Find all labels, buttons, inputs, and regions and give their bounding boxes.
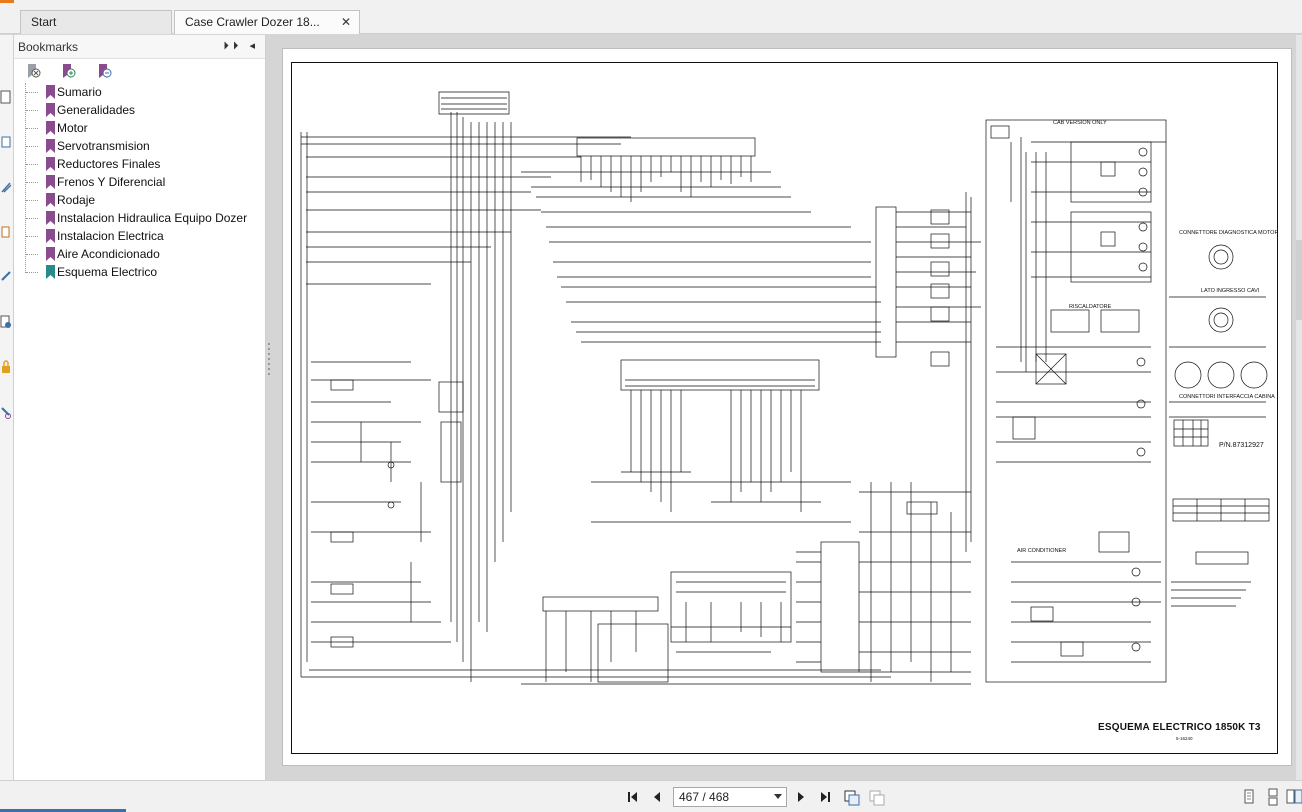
side-tool-strip [0, 35, 14, 780]
bookmark-label: Aire Acondicionado [57, 247, 160, 261]
tab-document[interactable]: Case Crawler Dozer 18... ✕ [174, 10, 360, 34]
bookmarks-header: Bookmarks ⏵⏵ ◂ [14, 35, 265, 59]
bookmark-label: Esquema Electrico [57, 265, 158, 279]
panel-splitter-handle[interactable] [266, 340, 272, 392]
layers-icon[interactable] [0, 135, 12, 149]
bookmark-label: Instalacion Hidraulica Equipo Dozer [57, 211, 248, 225]
lato-ingresso-label: LATO INGRESSO CAVI [1201, 288, 1260, 294]
bookmark-icon [46, 103, 55, 117]
electrical-schematic: CAB VERSION ONLY CONNETTORE DIAGNOSTICA … [300, 91, 1278, 685]
cab-version-label: CAB VERSION ONLY [1053, 120, 1107, 126]
bookmark-item[interactable]: Servotransmision [24, 137, 265, 155]
bookmark-label: Reductores Finales [57, 157, 161, 171]
sheet-title: ESQUEMA ELECTRICO 1850K T3 [1098, 722, 1261, 733]
vertical-scrollbar[interactable] [1296, 35, 1302, 780]
bookmark-label: Instalacion Electrica [57, 229, 164, 243]
bookmark-label: Generalidades [57, 103, 136, 117]
bookmark-item[interactable]: Instalacion Hidraulica Equipo Dozer [24, 209, 265, 227]
tree-connector [26, 236, 38, 237]
bookmark-icon [46, 265, 55, 279]
add-bookmark-icon[interactable] [59, 63, 77, 79]
bookmark-icon [46, 229, 55, 243]
tree-connector [26, 272, 38, 273]
bookmark-icon [46, 193, 55, 207]
navigation-bar: 467 / 468 [0, 780, 1302, 812]
bookmarks-title: Bookmarks [18, 40, 79, 54]
tree-connector [26, 92, 38, 93]
conn-interfaccia-label: CONNETTORI INTERFACCIA CABINA [1179, 394, 1275, 400]
app-accent-strip [0, 0, 14, 3]
tree-connector [26, 128, 38, 129]
bookmark-item[interactable]: Motor [24, 119, 265, 137]
expand-bookmark-icon[interactable] [95, 63, 113, 79]
close-icon[interactable]: ✕ [340, 15, 351, 29]
bookmark-icon [46, 121, 55, 135]
single-page-icon[interactable] [1240, 788, 1258, 806]
pdf-page[interactable] [282, 48, 1292, 766]
page-number-value: 467 / 468 [679, 790, 730, 804]
bookmark-item[interactable]: Esquema Electrico [24, 263, 265, 281]
scrollbar-thumb[interactable] [1296, 240, 1302, 320]
signatures-icon[interactable] [0, 225, 12, 239]
previous-view-icon[interactable] [843, 788, 861, 806]
panel-options-icon[interactable]: ⏵⏵ ◂ [223, 40, 259, 52]
tree-connector [26, 146, 38, 147]
next-page-icon[interactable] [792, 788, 810, 806]
tree-connector [26, 200, 38, 201]
bookmark-label: Rodaje [57, 193, 96, 207]
bookmark-item[interactable]: Frenos Y Diferencial [24, 173, 265, 191]
page-number-select[interactable]: 467 / 468 [673, 787, 787, 807]
bookmark-label: Servotransmision [57, 139, 150, 153]
tab-bar: Start Case Crawler Dozer 18... ✕ [0, 0, 1302, 34]
security-icon[interactable] [0, 315, 12, 329]
tree-connector [26, 164, 38, 165]
bookmark-item[interactable]: Reductores Finales [24, 155, 265, 173]
tree-connector [26, 182, 38, 183]
tree-connector [26, 218, 38, 219]
bookmark-icon [46, 157, 55, 171]
bookmark-icon [46, 85, 55, 99]
tab-document-label: Case Crawler Dozer 18... [185, 15, 320, 29]
bookmark-icon [46, 211, 55, 225]
page-thumbnail-icon[interactable] [0, 90, 12, 104]
riscaldatore-label: RISCALDATORE [1069, 304, 1112, 310]
bookmark-icon [46, 139, 55, 153]
air-conditioner-label: AIR CONDITIONER [1017, 548, 1066, 554]
next-view-icon[interactable] [868, 788, 886, 806]
attachments-icon[interactable] [0, 180, 12, 194]
bookmark-label: Motor [57, 121, 88, 135]
facing-page-icon[interactable] [1286, 788, 1302, 806]
tree-guide-line [25, 83, 26, 273]
bookmark-label: Sumario [57, 85, 102, 99]
bookmark-item[interactable]: Aire Acondicionado [24, 245, 265, 263]
last-page-icon[interactable] [816, 788, 834, 806]
tab-start-label: Start [31, 15, 57, 29]
lock-icon[interactable] [0, 360, 12, 374]
previous-page-icon[interactable] [648, 788, 666, 806]
bookmark-item[interactable]: Instalacion Electrica [24, 227, 265, 245]
tree-connector [26, 254, 38, 255]
bookmark-icon [46, 175, 55, 189]
tree-connector [26, 110, 38, 111]
delete-bookmark-icon[interactable] [24, 63, 42, 79]
bookmark-item[interactable]: Rodaje [24, 191, 265, 209]
bookmark-label: Frenos Y Diferencial [57, 175, 166, 189]
tab-start[interactable]: Start [20, 10, 172, 34]
comments-icon[interactable] [0, 270, 12, 284]
drawing-frame [291, 62, 1278, 754]
bookmark-item[interactable]: Sumario [24, 83, 265, 101]
continuous-page-icon[interactable] [1264, 788, 1282, 806]
conn-diag-label: CONNETTORE DIAGNOSTICA MOTORE [1179, 230, 1278, 236]
search-tool-icon[interactable] [0, 405, 12, 419]
bookmarks-toolbar [14, 59, 265, 83]
chevron-down-icon [774, 794, 782, 799]
sheet-code: 5-16240 [1176, 736, 1193, 741]
part-number-label: P/N.87312927 [1219, 442, 1264, 449]
bookmark-item[interactable]: Generalidades [24, 101, 265, 119]
status-accent [0, 809, 126, 812]
bookmark-icon [46, 247, 55, 261]
first-page-icon[interactable] [624, 788, 642, 806]
